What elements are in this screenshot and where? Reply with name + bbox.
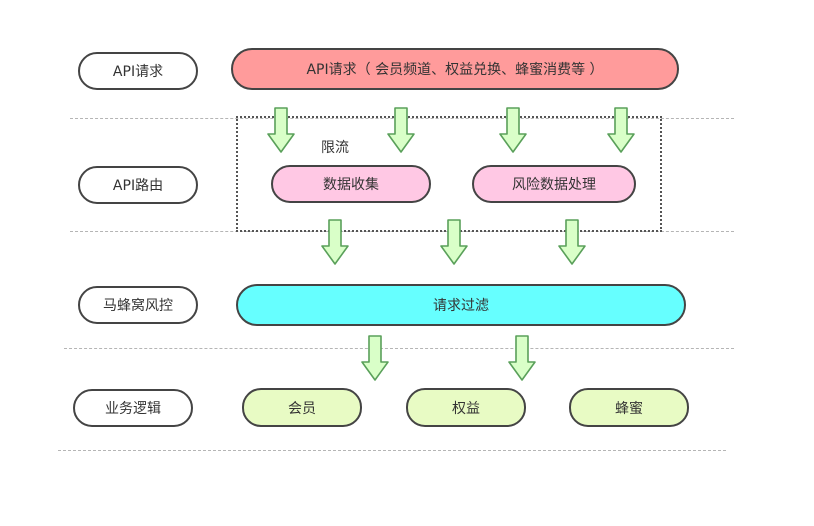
separator-line bbox=[58, 450, 726, 451]
data-collection-node: 数据收集 bbox=[271, 165, 431, 203]
honey-node: 蜂蜜 bbox=[569, 388, 689, 427]
layer-label-risk-control: 马蜂窝风控 bbox=[78, 286, 198, 324]
api-request-node: API请求（ 会员频道、权益兑换、蜂蜜消费等 ） bbox=[231, 48, 679, 90]
rate-limit-label: 限流 bbox=[321, 140, 349, 156]
down-arrow-icon bbox=[499, 107, 527, 153]
member-node: 会员 bbox=[242, 388, 362, 427]
down-arrow-icon bbox=[387, 107, 415, 153]
risk-data-processing-node: 风险数据处理 bbox=[472, 165, 636, 203]
request-filter-node: 请求过滤 bbox=[236, 284, 686, 326]
down-arrow-icon bbox=[607, 107, 635, 153]
down-arrow-icon bbox=[440, 219, 468, 265]
layer-label-api-routing: API路由 bbox=[78, 166, 198, 204]
down-arrow-icon bbox=[558, 219, 586, 265]
layer-label-api-request: API请求 bbox=[78, 52, 198, 90]
down-arrow-icon bbox=[508, 335, 536, 381]
rights-node: 权益 bbox=[406, 388, 526, 427]
down-arrow-icon bbox=[267, 107, 295, 153]
separator-line bbox=[64, 348, 734, 349]
layer-label-business-logic: 业务逻辑 bbox=[73, 389, 193, 427]
down-arrow-icon bbox=[321, 219, 349, 265]
down-arrow-icon bbox=[361, 335, 389, 381]
